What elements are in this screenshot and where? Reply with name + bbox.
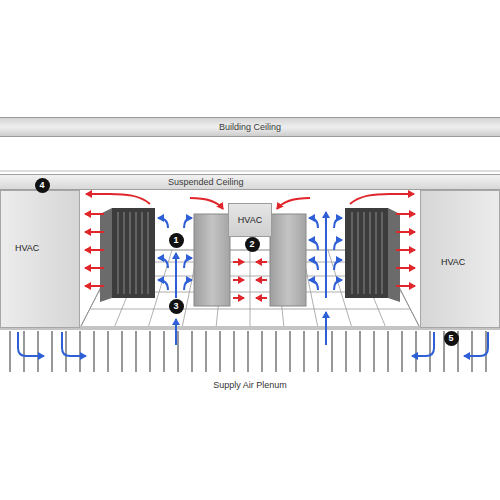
callout-number: 4 [35,178,50,193]
cold-air-arrow [158,218,168,228]
cold-air-arrow [325,312,327,345]
cold-air-arrow [158,258,168,268]
hot-air-arrow [85,267,104,269]
cold-air-arrow [158,280,168,290]
cold-air-arrow [325,212,327,298]
rack-side [100,208,112,302]
cold-air-arrow [309,218,318,228]
node-label: Building Ceiling [219,122,281,132]
hot-air-return [86,194,150,204]
hot-air-arrow [256,261,267,263]
hot-air-arrow [396,213,415,215]
callout-number: 5 [444,331,459,346]
node-label: HVAC [441,257,465,267]
plenum-air-arrow [18,332,44,356]
cold-air-arrow [184,280,192,290]
hot-air-arrow [233,279,244,281]
cold-air-arrow [309,260,318,270]
cold-air-arrow [175,319,177,345]
node-label: HVAC [15,243,39,253]
floor-pedestals [10,331,486,372]
hvac-unit: HVAC [228,203,272,237]
cold-air-arrow [334,218,342,228]
hot-air-arrow [256,297,267,299]
cold-air-arrow [175,253,177,298]
hot-air-arrow [256,279,267,281]
callout-number: 3 [169,299,184,314]
hot-air-return [350,194,414,204]
cold-air-arrow [334,280,342,290]
hot-air-arrow [233,261,244,263]
callout-number: 2 [245,237,260,252]
plenum-air-arrow [412,332,434,356]
hot-air-return [277,198,310,209]
plenum-region: Supply Air Plenum [0,331,500,392]
hot-air-arrow [396,285,415,287]
rack-slots [118,212,148,294]
callout-number: 1 [169,233,184,248]
hot-air-arrow [396,267,415,269]
node-label: Supply Air Plenum [210,380,290,390]
hot-air-arrow [233,297,244,299]
plenum-air-arrow [464,332,488,356]
hot-air-arrow [396,231,415,233]
ceiling-band: Building Ceiling [0,117,500,137]
hot-air-arrow [85,231,104,233]
cold-air-arrow [184,218,192,228]
hvac-unit: HVAC [420,190,500,328]
rack-column [194,214,230,306]
hot-air-arrows [85,194,415,298]
hvac-unit: HVAC [0,190,80,328]
ceiling-cavity-line [0,171,500,172]
cold-air-arrow [184,258,192,268]
rack-side [388,208,400,302]
plenum-air-arrow [62,332,86,356]
hot-air-arrow [85,285,104,287]
node-label: HVAC [238,215,262,225]
cold-air-arrow [309,240,318,250]
rack-slots [352,212,382,294]
server-rack [345,208,388,298]
cold-air-arrow [334,240,342,250]
hot-air-arrow [396,249,415,251]
cold-air-arrow [334,260,342,270]
hot-air-return [190,198,223,209]
hot-air-arrow [85,249,104,251]
cold-air-arrow [309,280,318,290]
rack-column [270,214,306,306]
ceiling-band: Suspended Ceiling [0,174,500,190]
hot-air-arrow [85,213,104,215]
node-label: Suspended Ceiling [168,177,244,187]
server-rack [112,208,155,298]
